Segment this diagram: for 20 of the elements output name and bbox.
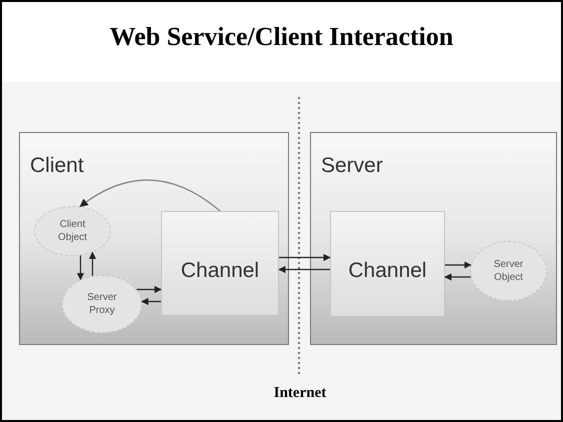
arrow xyxy=(445,261,472,269)
component-box xyxy=(310,132,557,345)
arrow xyxy=(278,266,330,274)
box-title: Server xyxy=(321,155,383,176)
arrow xyxy=(136,286,162,294)
object-ellipse: Client Object xyxy=(34,206,111,256)
network-label: Internet xyxy=(272,386,328,401)
arrow xyxy=(279,254,331,262)
object-ellipse: Server Object xyxy=(470,241,547,301)
arrow xyxy=(88,252,96,276)
diagram-title: Web Service/Client Interaction xyxy=(108,24,454,50)
box-title: Client xyxy=(30,155,84,176)
arrow xyxy=(444,273,471,281)
object-ellipse: Server Proxy xyxy=(62,275,142,333)
curved-arrow xyxy=(80,179,220,212)
channel-box: Channel xyxy=(330,211,445,317)
channel-box: Channel xyxy=(161,211,279,316)
component-box xyxy=(19,132,289,345)
arrow xyxy=(76,255,84,280)
arrow xyxy=(141,298,161,306)
